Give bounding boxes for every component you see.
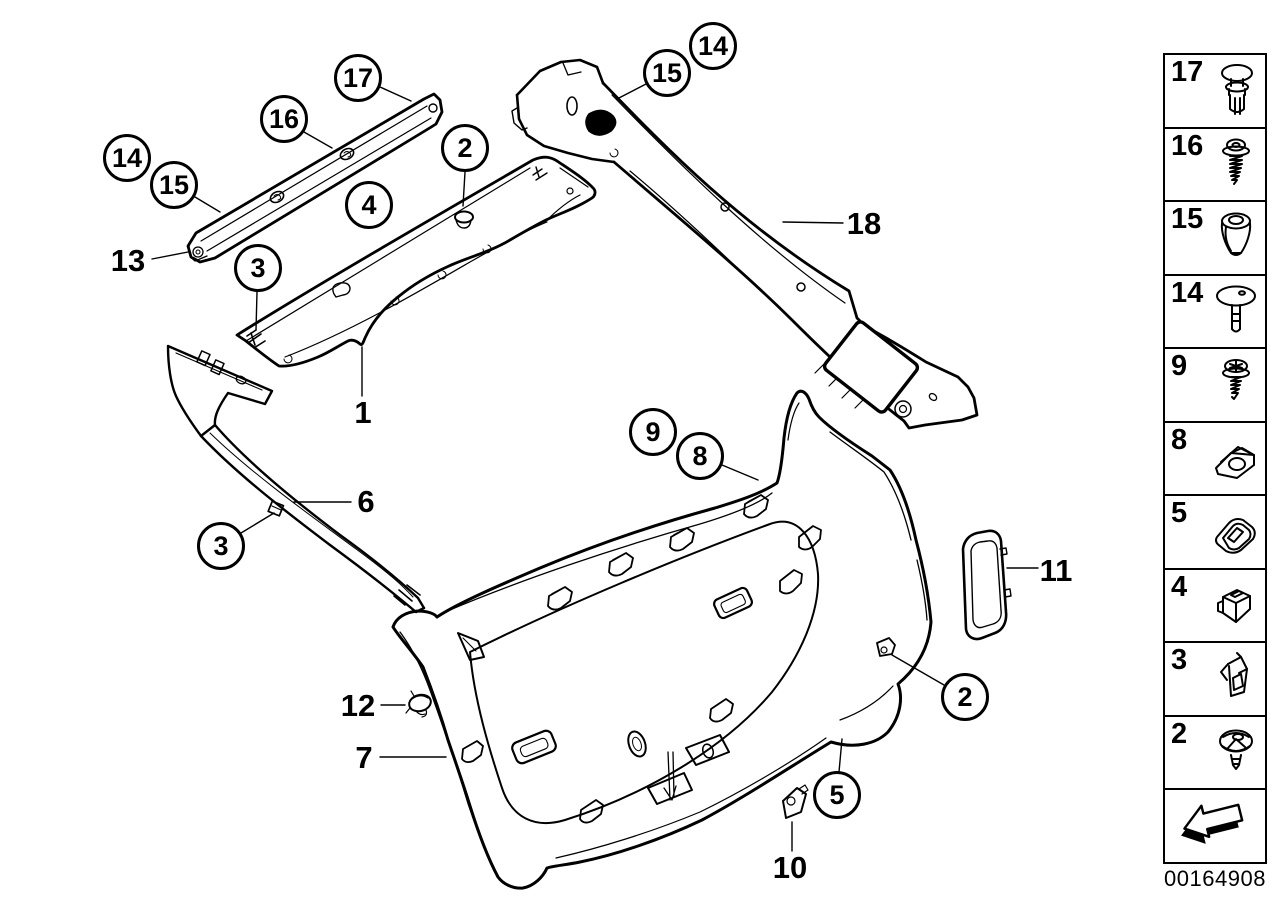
legend-ref: 5 bbox=[1171, 497, 1188, 529]
clip-nut-icon bbox=[1217, 588, 1251, 623]
expanding-rivet-icon bbox=[1219, 729, 1253, 770]
callout-circle-9[interactable]: 9 bbox=[629, 408, 677, 456]
callout-circle-8[interactable]: 8 bbox=[676, 432, 724, 480]
pan-head-screw-icon bbox=[1222, 359, 1250, 400]
legend-item-5[interactable]: 5 bbox=[1163, 494, 1267, 570]
legend-ref: 15 bbox=[1171, 203, 1204, 235]
callout-label-11[interactable]: 11 bbox=[1039, 553, 1073, 588]
legend-ref: 2 bbox=[1171, 717, 1188, 750]
legend-panel: 17 16 bbox=[1163, 53, 1267, 864]
callout-circle-16[interactable]: 16 bbox=[260, 95, 308, 143]
legend-item-17[interactable]: 17 bbox=[1163, 53, 1267, 129]
callout-circle-4[interactable]: 4 bbox=[345, 181, 393, 229]
callout-label-1[interactable]: 1 bbox=[354, 395, 372, 430]
part-11-cover-frame bbox=[961, 529, 1012, 641]
cone-grommet-icon bbox=[1220, 212, 1252, 256]
callout-label-10[interactable]: 10 bbox=[772, 850, 808, 885]
callout-label-12[interactable]: 12 bbox=[340, 688, 376, 723]
legend-ref: 16 bbox=[1171, 129, 1204, 162]
callout-circle-14[interactable]: 14 bbox=[689, 22, 737, 70]
part-13-sill-rail bbox=[186, 92, 444, 264]
drawing-number: 00164908 bbox=[1164, 866, 1266, 891]
panel-clips bbox=[461, 494, 822, 824]
callout-circle-3[interactable]: 3 bbox=[234, 244, 282, 292]
washer-screw-icon bbox=[1222, 138, 1250, 185]
part-12-clip bbox=[405, 690, 432, 718]
legend-item-9[interactable]: 9 bbox=[1163, 347, 1267, 423]
callout-circle-15[interactable]: 15 bbox=[643, 49, 691, 97]
callout-circle-3[interactable]: 3 bbox=[197, 522, 245, 570]
callout-label-6[interactable]: 6 bbox=[357, 484, 375, 519]
legend-ref: 4 bbox=[1171, 570, 1188, 603]
callout-label-13[interactable]: 13 bbox=[110, 243, 146, 278]
callout-circle-5[interactable]: 5 bbox=[813, 771, 861, 819]
expanding-clip-icon bbox=[1220, 652, 1248, 697]
legend-ref: 9 bbox=[1171, 350, 1188, 382]
oval-cover-icon bbox=[1215, 518, 1256, 554]
callout-circle-15[interactable]: 15 bbox=[150, 161, 198, 209]
part-6-window-frame-strip bbox=[166, 344, 426, 614]
legend-ref: 3 bbox=[1171, 644, 1188, 676]
legend-item-8[interactable]: 8 bbox=[1163, 420, 1267, 497]
push-rivet-icon bbox=[1221, 64, 1253, 115]
legend-ref: 17 bbox=[1171, 56, 1204, 88]
part-18-side-frame-rail bbox=[511, 58, 979, 430]
callout-label-7[interactable]: 7 bbox=[355, 740, 373, 775]
part-7-lower-trim-panel bbox=[391, 389, 933, 890]
legend-back-arrow[interactable] bbox=[1163, 788, 1267, 864]
legend-item-4[interactable]: 4 bbox=[1163, 567, 1267, 644]
legend-item-3[interactable]: 3 bbox=[1163, 641, 1267, 717]
legend-item-2[interactable]: 2 bbox=[1163, 714, 1267, 791]
callout-circle-14[interactable]: 14 bbox=[103, 134, 151, 182]
part-1-upper-trim-panel bbox=[235, 155, 597, 368]
callout-label-18[interactable]: 18 bbox=[846, 206, 882, 241]
part-10-small-cover bbox=[782, 784, 809, 819]
callout-circle-17[interactable]: 17 bbox=[334, 54, 382, 102]
callout-circle-2[interactable]: 2 bbox=[941, 673, 989, 721]
sheet-metal-clip-icon bbox=[1215, 445, 1255, 479]
legend-ref: 8 bbox=[1171, 423, 1188, 456]
legend-item-14[interactable]: 14 bbox=[1163, 273, 1267, 350]
callout-circle-2[interactable]: 2 bbox=[441, 124, 489, 172]
legend-item-15[interactable]: 15 bbox=[1163, 200, 1267, 276]
leader-lines bbox=[151, 83, 1039, 852]
legend-item-16[interactable]: 16 bbox=[1163, 126, 1267, 203]
flat-head-rivet-icon bbox=[1216, 285, 1256, 332]
legend-ref: 14 bbox=[1171, 276, 1204, 309]
back-arrow-icon bbox=[1181, 803, 1244, 844]
